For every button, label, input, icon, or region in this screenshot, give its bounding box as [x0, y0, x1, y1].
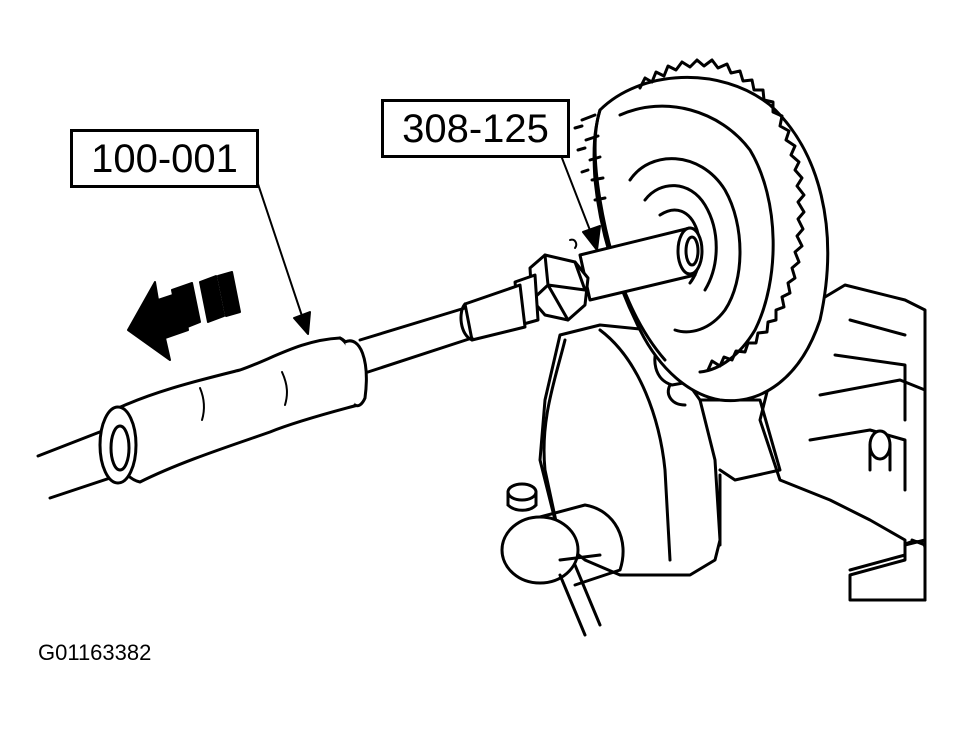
callout-remover: 308-125	[381, 99, 570, 158]
callout-remover-label: 308-125	[402, 106, 549, 151]
figure-id: G01163382	[38, 640, 152, 665]
arrow-left-icon	[127, 271, 241, 361]
slide-hammer	[36, 336, 368, 500]
callout-slide-hammer-label: 100-001	[91, 136, 238, 181]
leader-arrowhead-slide-hammer	[293, 311, 311, 335]
callout-slide-hammer: 100-001	[70, 129, 259, 188]
leader-line-slide-hammer	[254, 174, 306, 326]
leader-arrowhead-remover	[582, 225, 601, 251]
remover-shaft	[358, 226, 704, 374]
